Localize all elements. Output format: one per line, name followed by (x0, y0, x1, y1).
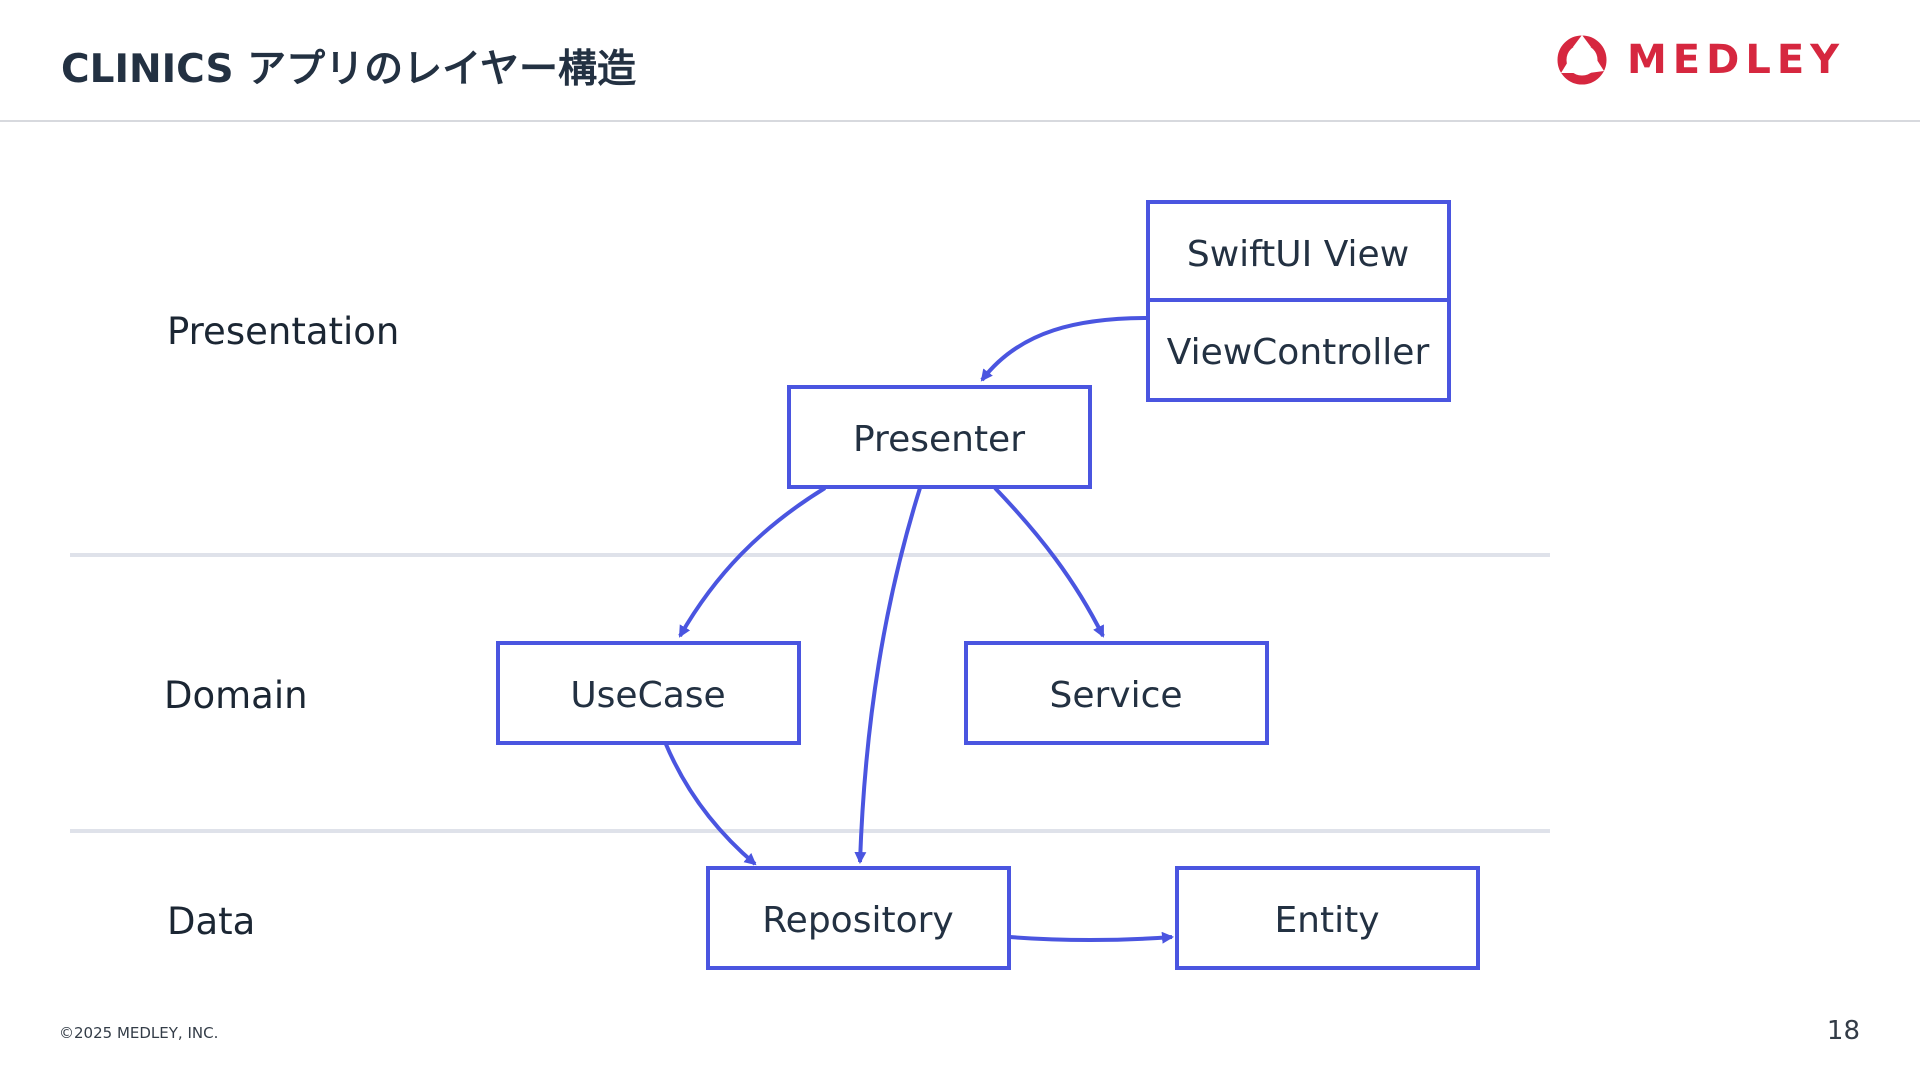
node-service (964, 641, 1269, 745)
node-swiftui-view-label: SwiftUI View (1187, 234, 1409, 275)
edge-usecase-to-repository (663, 741, 757, 866)
edge-presenter-to-usecase (678, 486, 827, 638)
edge-presenter-to-repository (854, 487, 922, 864)
node-repository (706, 866, 1011, 970)
header-bar: CLINICS アプリのレイヤー構造 MEDLEY (0, 0, 1920, 122)
layer-label-data: Data (167, 900, 256, 943)
medley-logo: MEDLEY (1555, 32, 1845, 88)
copyright-text: ©2025 MEDLEY, INC. (59, 1024, 219, 1042)
logo-wordmark: MEDLEY (1627, 37, 1846, 83)
node-entity-label: Entity (1274, 900, 1379, 941)
edge-repository-to-entity (1009, 931, 1174, 944)
edge-presenter-to-service (993, 486, 1105, 638)
layer-label-presentation: Presentation (167, 310, 400, 353)
node-view-controller (1146, 298, 1451, 402)
node-presenter-label: Presenter (853, 419, 1025, 460)
medley-logo-mark-icon (1557, 35, 1607, 85)
node-entity (1175, 866, 1480, 970)
layer-label-domain: Domain (164, 674, 308, 717)
slide-title: CLINICS アプリのレイヤー構造 (61, 47, 636, 92)
node-usecase (496, 641, 801, 745)
node-usecase-label: UseCase (570, 675, 725, 716)
node-view-controller-label: ViewController (1167, 332, 1430, 373)
node-swiftui-view (1146, 200, 1451, 302)
node-service-label: Service (1049, 675, 1182, 716)
node-repository-label: Repository (762, 900, 953, 941)
node-presenter (787, 385, 1092, 489)
page-number: 18 (1826, 1016, 1860, 1046)
edge-viewcontroller-to-presenter (980, 316, 1149, 382)
